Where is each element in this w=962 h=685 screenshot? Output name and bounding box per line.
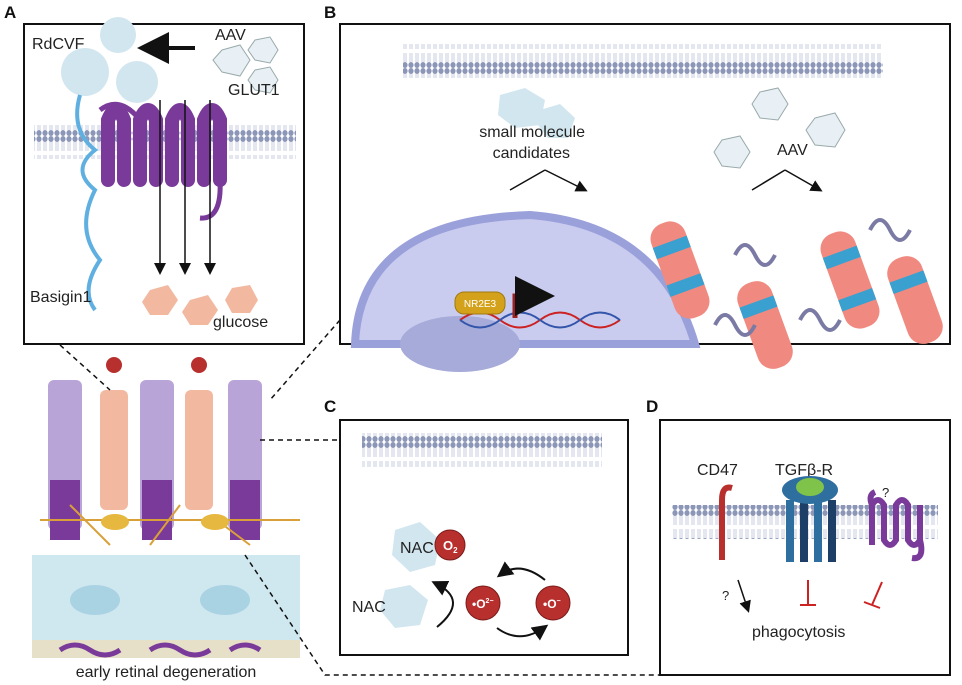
nr2e3-factor (454, 291, 506, 315)
rdcvf-protein (61, 48, 109, 96)
o2-label: O2 (443, 538, 458, 555)
panel-label-b: B (324, 3, 336, 22)
nucleosome-chromatin (650, 218, 943, 369)
inhibition-icon (863, 581, 883, 609)
glut1-label: GLUT1 (228, 82, 280, 99)
rpe-nucleus (70, 585, 120, 615)
panel-a: A RdCVF AAV GLUT1 Basigin1 (4, 3, 305, 345)
retina-caption: early retinal degeneration (76, 664, 257, 681)
branch-arrow-icon (751, 169, 820, 190)
basigin1-protein (75, 94, 103, 312)
arrow-icon (431, 581, 454, 628)
panel-label-d: D (646, 397, 658, 416)
glucose-transport-arrows (154, 100, 216, 275)
glucose-label: glucose (213, 314, 268, 331)
basigin1-label: Basigin1 (30, 289, 91, 306)
aav-label: AAV (777, 142, 808, 159)
panel-d: D CD47 TGFβ-R ? ? phagocytosis (646, 397, 951, 676)
aav-capsid-icon (713, 87, 846, 169)
dna-strand (459, 311, 621, 329)
panel-b: B small molecule candidates AAV NR2E3 (324, 3, 951, 372)
glut1-tail (98, 101, 142, 122)
inhibition-icon (800, 580, 816, 606)
rdcvf-label: RdCVF (32, 36, 85, 53)
aav-label: AAV (215, 27, 246, 44)
arrow-icon (496, 561, 546, 581)
microglia-body (101, 514, 129, 530)
glucose-molecules (142, 285, 258, 325)
panel-c: C NAC O2 NAC •O2− •O− (324, 397, 629, 656)
panel-label-c: C (324, 397, 336, 416)
o2-molecule (434, 529, 466, 561)
tgfbr-label: TGFβ-R (775, 462, 833, 479)
nac-molecule (380, 585, 428, 628)
cone-nucleus (191, 357, 207, 373)
rdcvf-protein (116, 61, 158, 103)
superoxide-2-molecule (465, 585, 501, 621)
nr2e3-label: NR2E3 (464, 299, 497, 310)
aav-capsid-icon (212, 36, 279, 94)
nac-label-top: NAC (400, 540, 434, 557)
phagocytosis-label: phagocytosis (752, 624, 845, 641)
nac-molecule (392, 522, 440, 572)
arrow-icon (496, 624, 549, 641)
cd47-protein (719, 484, 733, 560)
branch-arrow-icon (509, 169, 585, 190)
small-molecule-label: small molecule (479, 124, 585, 141)
callout-lines (59, 319, 660, 676)
small-molecule-label-2: candidates (493, 145, 570, 162)
cone-nucleus (106, 357, 122, 373)
transcription-arrow-icon (512, 276, 555, 318)
drusen (58, 642, 262, 658)
glut1-tail (199, 179, 223, 221)
panel-label-a: A (4, 3, 16, 22)
arrow-icon (737, 579, 751, 613)
small-molecule-icon (498, 88, 545, 128)
cone-photoreceptors (100, 390, 213, 510)
retina-illustration: early retinal degeneration (32, 357, 300, 681)
rpe-nucleus (200, 585, 250, 615)
unknown-receptor-question: ? (882, 485, 889, 500)
small-molecule-icon (538, 104, 575, 138)
tgfbr-protein (782, 476, 838, 562)
nac-label-bottom: NAC (352, 599, 386, 616)
superoxide-2-label: •O2− (472, 597, 494, 611)
superoxide-1-label: •O− (543, 597, 561, 611)
glut1-transporter (101, 103, 227, 187)
cell-membrane (362, 433, 602, 467)
cd47-arrow-question: ? (722, 588, 729, 603)
cd47-label: CD47 (697, 462, 738, 479)
cell-membrane (403, 44, 883, 78)
microglia-body (201, 514, 229, 530)
rdcvf-protein (100, 17, 136, 53)
nucleolus (400, 316, 520, 372)
unknown-receptor-protein (867, 489, 925, 562)
microglia (40, 504, 300, 546)
superoxide-1-molecule (535, 585, 571, 621)
